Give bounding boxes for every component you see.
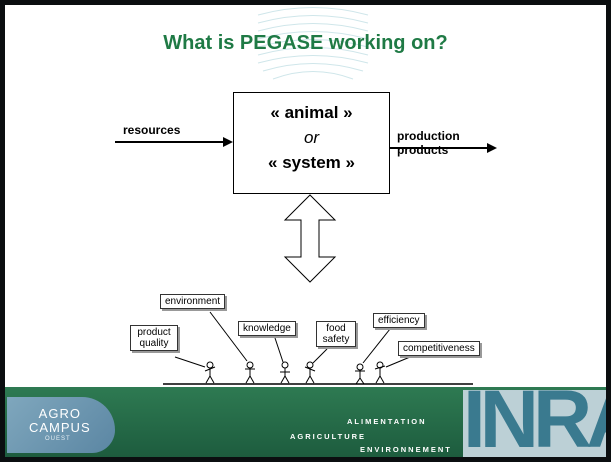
production-label-line: production (397, 129, 460, 143)
agrocampus-subtitle: OUEST (45, 436, 71, 442)
footer-banner: AGRO CAMPUS OUEST ALIMENTATION AGRICULTU… (5, 379, 606, 457)
agrocampus-line: AGRO (38, 406, 81, 421)
pointer (274, 337, 284, 363)
production-label-line: products (397, 143, 449, 157)
pointer (385, 356, 411, 368)
diagram-canvas (115, 137, 497, 385)
pointer (174, 356, 206, 368)
production-label: production products (397, 129, 460, 157)
bubble-food-safety: food safety (316, 321, 356, 347)
agrocampus-logo-text: AGRO CAMPUS (29, 407, 91, 435)
stick-figures (204, 361, 386, 385)
bubble-competitiveness: competitiveness (398, 341, 480, 356)
stick-figure (304, 361, 316, 384)
stick-figure (280, 361, 290, 384)
watermark-logo (257, 7, 369, 80)
slide-title: What is PEGASE working on? (163, 32, 448, 54)
pointer (312, 348, 328, 364)
bidirectional-arrow (283, 194, 337, 283)
bubble-efficiency: efficiency (373, 313, 425, 328)
speech-pointers (174, 311, 411, 368)
stick-figure (204, 361, 216, 384)
bubble-knowledge: knowledge (238, 321, 296, 336)
input-arrowhead (223, 137, 233, 147)
box-line-or: or (303, 128, 320, 147)
stick-figure (374, 361, 386, 384)
tagline-environnement: ENVIRONNEMENT (360, 445, 452, 454)
agrocampus-line: CAMPUS (29, 420, 91, 435)
bubble-environment: environment (160, 294, 226, 309)
pointer (362, 328, 391, 364)
resources-label: resources (123, 123, 181, 137)
agrocampus-logo: AGRO CAMPUS OUEST (7, 397, 115, 453)
box-line-animal: « animal » (270, 103, 353, 122)
stick-figure (355, 363, 365, 385)
inra-logo: INRA (463, 374, 606, 458)
box-line-system: « system » (268, 153, 355, 172)
output-arrowhead (487, 143, 497, 153)
animal-system-box: « animal » or « system » (233, 92, 390, 194)
bubble-product-quality: product quality (130, 325, 178, 351)
stick-figure (245, 361, 255, 384)
slide: What is PEGASE working on? (5, 5, 606, 457)
pointer (209, 311, 248, 362)
inra-logo-background (463, 390, 606, 457)
tagline-alimentation: ALIMENTATION (347, 417, 427, 426)
tagline-agriculture: AGRICULTURE (290, 432, 367, 441)
